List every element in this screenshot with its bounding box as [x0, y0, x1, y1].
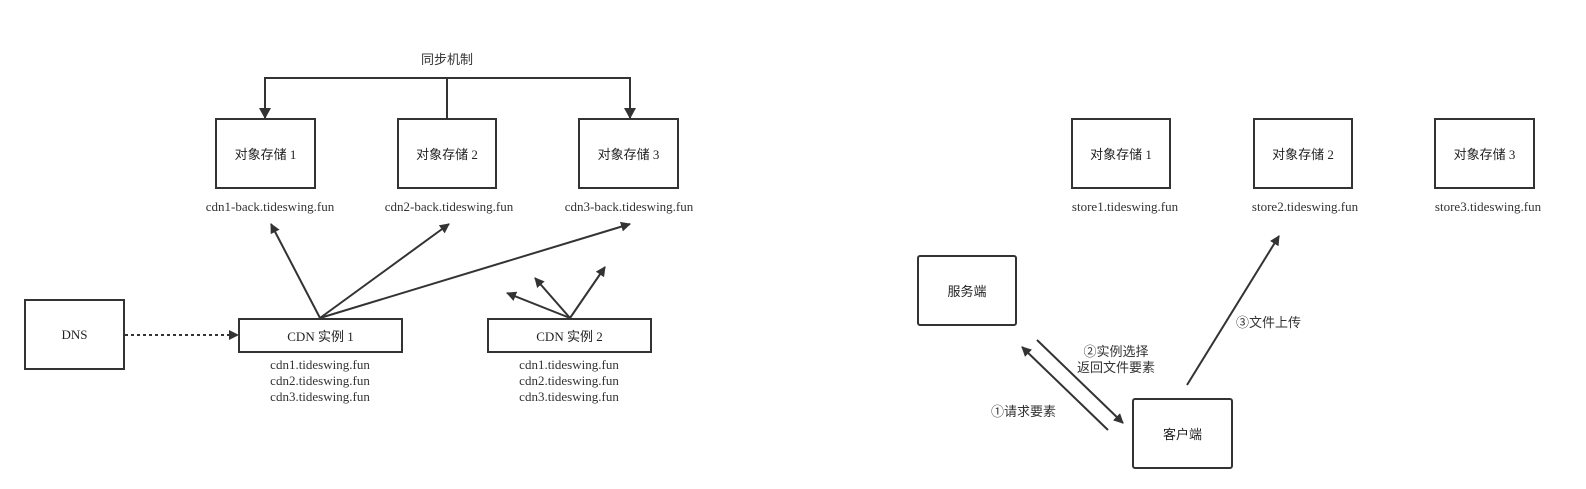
store-box-3: 对象存储 3 — [1434, 118, 1535, 189]
cdn2-arrows — [506, 266, 606, 319]
cdn-domain: cdn2.tideswing.fun — [270, 373, 370, 388]
cdn-domain: cdn3.tideswing.fun — [270, 389, 370, 404]
storage-label: 对象存储 1 — [1090, 147, 1152, 162]
cdn2-domain-list: cdn1.tideswing.fun cdn2.tideswing.fun cd… — [489, 357, 649, 405]
cdn-instance-label: CDN 实例 1 — [287, 329, 354, 344]
response-arrow — [1036, 339, 1124, 424]
storage-box-2: 对象存储 2 — [397, 118, 497, 189]
cdn-domain: cdn1.tideswing.fun — [519, 357, 619, 372]
request-arrow — [1021, 346, 1109, 431]
sync-label: 同步机制 — [421, 52, 474, 67]
dns-box: DNS — [24, 299, 125, 370]
cdn-domain: cdn2.tideswing.fun — [519, 373, 619, 388]
storage-label: 对象存储 1 — [234, 147, 297, 162]
dns-label: DNS — [61, 326, 88, 342]
step1-label: ①请求要素 — [991, 404, 1057, 419]
store-domain-2: store2.tideswing.fun — [1251, 199, 1359, 214]
store-domain-3: store3.tideswing.fun — [1434, 199, 1542, 214]
step2-line2: 返回文件要素 — [1076, 360, 1155, 375]
storage-label: 对象存储 2 — [416, 147, 478, 162]
cdn-instance-1: CDN 实例 1 — [238, 318, 403, 353]
cdn1-domain-list: cdn1.tideswing.fun cdn2.tideswing.fun cd… — [240, 357, 400, 405]
storage-label: 对象存储 3 — [597, 147, 660, 162]
storage-domain-2: cdn2-back.tideswing.fun — [384, 199, 514, 214]
server-box: 服务端 — [917, 255, 1017, 326]
storage-box-3: 对象存储 3 — [578, 118, 679, 189]
step2-label: ②实例选择 返回文件要素 — [1066, 344, 1166, 376]
storage-label: 对象存储 3 — [1453, 147, 1516, 162]
step3-label: ③文件上传 — [1236, 315, 1302, 330]
cdn1-arrows — [270, 221, 631, 319]
server-label: 服务端 — [947, 284, 987, 299]
client-box: 客户端 — [1132, 398, 1233, 469]
store-box-2: 对象存储 2 — [1253, 118, 1353, 189]
store-box-1: 对象存储 1 — [1071, 118, 1171, 189]
storage-label: 对象存储 2 — [1272, 147, 1334, 162]
step2-line1: ②实例选择 — [1083, 344, 1149, 359]
storage-box-1: 对象存储 1 — [215, 118, 316, 189]
storage-domain-1: cdn1-back.tideswing.fun — [205, 199, 335, 214]
client-label: 客户端 — [1162, 427, 1202, 442]
sync-connector — [259, 77, 636, 119]
storage-domain-3: cdn3-back.tideswing.fun — [564, 199, 694, 214]
cdn-domain: cdn1.tideswing.fun — [270, 357, 370, 372]
cdn-instance-label: CDN 实例 2 — [536, 329, 603, 344]
cdn-instance-2: CDN 实例 2 — [487, 318, 652, 353]
cdn-domain: cdn3.tideswing.fun — [519, 389, 619, 404]
upload-arrow — [1186, 235, 1280, 386]
store-domain-1: store1.tideswing.fun — [1071, 199, 1179, 214]
